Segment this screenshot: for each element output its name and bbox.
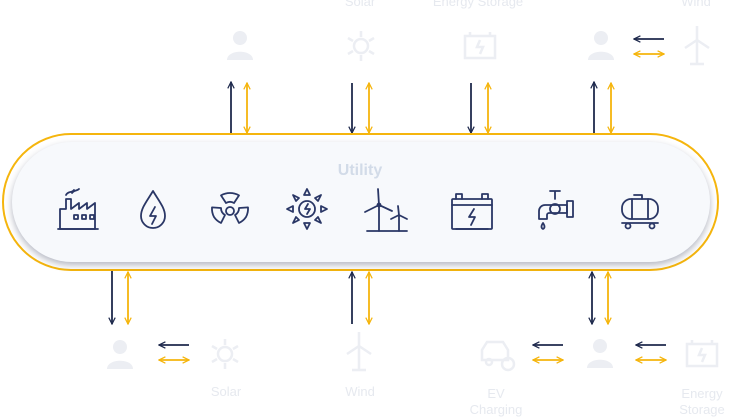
bottom-left-user-icon xyxy=(107,340,133,369)
top-battery-icon xyxy=(463,32,497,60)
top-right-user-icon xyxy=(588,31,614,60)
top-wind-icon xyxy=(684,26,710,66)
bottom-ev-icon xyxy=(480,340,516,372)
bottom-wind-icon xyxy=(346,332,372,372)
bottom-storage-label: Storage xyxy=(679,402,725,417)
hub-title: Utility xyxy=(337,162,383,179)
bottom-solar-label: Solar xyxy=(210,384,242,399)
battery-icon xyxy=(451,193,493,230)
bottom-battery-icon xyxy=(685,340,719,368)
bottom-ev-label: EV xyxy=(487,386,505,401)
wind-turbine-icon xyxy=(364,188,408,232)
water-tap-icon xyxy=(538,190,574,230)
bottom-right-user-icon xyxy=(587,339,613,368)
top-solar-label: Solar xyxy=(344,0,376,9)
top-user-icon xyxy=(227,31,253,60)
top-energy-storage-label: Energy Storage xyxy=(432,0,524,9)
bottom-charging-label: Charging xyxy=(469,402,523,417)
solar-icon xyxy=(286,188,328,230)
bottom-solar-icon xyxy=(211,339,239,369)
nuclear-icon xyxy=(211,192,249,224)
top-wind-label: Wind xyxy=(681,0,711,9)
tank-trailer-icon xyxy=(621,194,659,230)
utility-hub xyxy=(12,142,710,262)
bottom-energy-label: Energy xyxy=(681,386,723,401)
factory-icon xyxy=(57,188,99,230)
water-drop-icon xyxy=(140,190,166,229)
top-solar-icon xyxy=(347,31,375,61)
bottom-wind-label: Wind xyxy=(345,384,375,399)
